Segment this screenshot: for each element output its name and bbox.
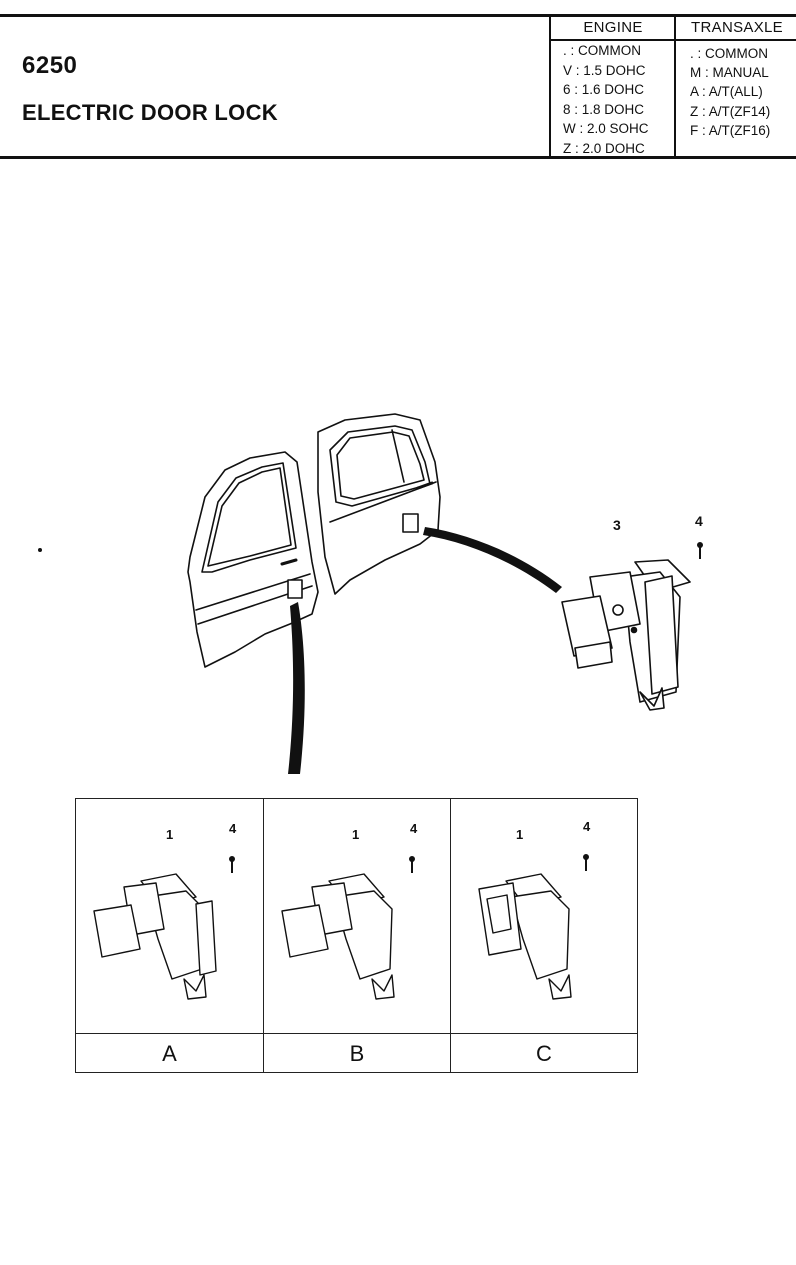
engine-code-item: W : 2.0 SOHC [563, 121, 649, 137]
header-bottom-rule [0, 156, 796, 159]
callout-screw: 4 [583, 819, 591, 834]
actuator-variant-b-icon [281, 856, 415, 1000]
variant-cell-c: 1 4 C [451, 799, 637, 1072]
callout-actuator-main: 3 [613, 517, 621, 533]
page-title: ELECTRIC DOOR LOCK [22, 100, 278, 125]
variant-label: B [264, 1033, 450, 1073]
header-top-rule [0, 14, 796, 17]
actuator-variant-a-icon [93, 856, 235, 1000]
transaxle-code-heading: TRANSAXLE [676, 17, 796, 41]
engine-code-item: V : 1.5 DOHC [563, 62, 646, 78]
callout-actuator: 1 [516, 827, 524, 842]
door-illustration [187, 413, 703, 774]
variant-label: A [76, 1033, 263, 1073]
variant-cell-b: 1 4 B [264, 799, 451, 1072]
callout-screw: 4 [410, 821, 418, 836]
engine-code-item: 6 : 1.6 DOHC [563, 82, 645, 98]
part-number: 6250 [22, 52, 78, 79]
actuator-variant-c-icon [478, 854, 589, 1000]
callout-actuator: 1 [166, 827, 174, 842]
exploded-diagram: 3 4 1 4 A [0, 162, 796, 1265]
front-lock-marker-icon [287, 579, 303, 599]
transaxle-code-item: A : A/T(ALL) [690, 84, 763, 100]
leader-arrow-rear [423, 527, 562, 593]
rear-door-icon [317, 413, 441, 595]
transaxle-code-item: . : COMMON [690, 46, 768, 61]
screw-head-main-icon [697, 542, 703, 548]
door-lock-actuator-icon [561, 559, 691, 711]
transaxle-code-item: M : MANUAL [690, 65, 769, 81]
rear-lock-marker-icon [402, 513, 419, 533]
stray-dot [38, 548, 42, 552]
engine-code-item: Z : 2.0 DOHC [563, 140, 645, 156]
engine-code-table: ENGINE . : COMMON V : 1.5 DOHC 6 : 1.6 D… [549, 17, 675, 156]
engine-code-item: . : COMMON [563, 43, 641, 58]
leader-arrow-front [288, 602, 305, 774]
page-header: 6250 ELECTRIC DOOR LOCK ENGINE . : COMMO… [0, 0, 796, 162]
engine-code-heading: ENGINE [551, 17, 675, 41]
engine-code-item: 8 : 1.8 DOHC [563, 101, 645, 117]
variant-table: 1 4 A 1 4 B [75, 798, 638, 1073]
transaxle-code-item: Z : A/T(ZF14) [690, 103, 771, 119]
transaxle-code-table: TRANSAXLE . : COMMON M : MANUAL A : A/T(… [674, 17, 796, 156]
variant-cell-a: 1 4 A [76, 799, 264, 1072]
callout-screw: 4 [229, 821, 237, 836]
variant-label: C [451, 1033, 637, 1073]
transaxle-code-item: F : A/T(ZF16) [690, 122, 771, 138]
front-door-icon [187, 451, 319, 668]
callout-actuator: 1 [352, 827, 360, 842]
callout-screw-main: 4 [695, 513, 703, 529]
